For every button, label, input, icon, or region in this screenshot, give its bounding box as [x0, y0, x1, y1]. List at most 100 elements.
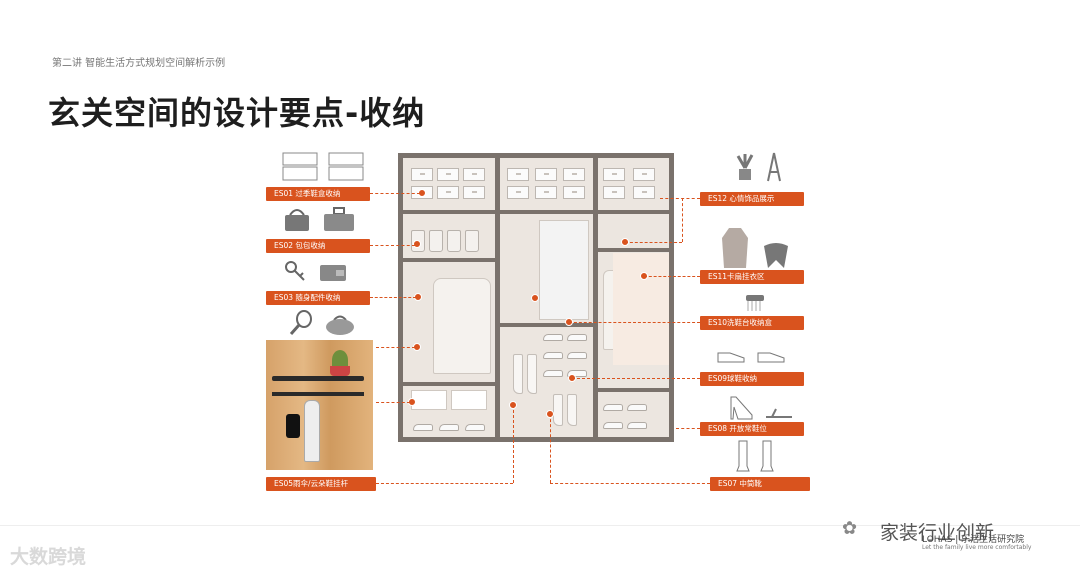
callout-dot	[413, 240, 421, 248]
wardrobe-shelf	[500, 323, 593, 327]
shoe-box	[507, 168, 529, 181]
shoe-box	[437, 168, 459, 181]
scarf-icon	[760, 240, 792, 270]
shoe-box	[437, 186, 459, 199]
boot-shape	[513, 354, 523, 394]
leader-line	[370, 297, 416, 298]
leader-line	[376, 347, 415, 348]
boot-icon	[760, 440, 774, 472]
shoe-shape	[567, 352, 587, 359]
leader-line	[513, 405, 514, 483]
leader-line	[550, 414, 551, 483]
wardrobe-divider	[495, 158, 500, 437]
sneaker-icon	[756, 348, 786, 364]
wardrobe-shelf	[403, 258, 495, 262]
leader-line	[572, 378, 700, 379]
sandal-icon	[764, 401, 794, 421]
callout-dot	[531, 294, 539, 302]
brand-tagline: Let the family live more comfortably	[922, 544, 1031, 551]
leader-line	[625, 242, 682, 243]
shoebox-icon	[282, 152, 318, 182]
pot-shape	[330, 366, 350, 376]
shoe-brush-icon	[742, 293, 768, 313]
boot-icons	[736, 440, 774, 472]
label-es02: ES02 包包收纳	[266, 239, 370, 253]
wardrobe-shelf	[593, 388, 669, 392]
coat-icon	[720, 226, 750, 270]
shoe-shape	[567, 334, 587, 341]
leader-line	[376, 402, 410, 403]
shoe-shape	[627, 404, 647, 411]
hanging-area	[613, 253, 669, 365]
handbag-icon	[282, 205, 312, 233]
shoe-box	[535, 186, 557, 199]
shoe-box	[563, 168, 585, 181]
bag-shape	[465, 230, 479, 252]
bag-shape	[447, 230, 461, 252]
sneaker-icon	[716, 348, 746, 364]
decor-icons	[734, 152, 782, 182]
clothes-icons	[720, 226, 792, 270]
briefcase-icon	[322, 205, 356, 233]
wallet-icon	[318, 262, 348, 284]
umbrella-shape	[304, 400, 320, 462]
wardrobe-shelf	[593, 248, 669, 252]
coat-shape	[433, 278, 491, 374]
shoe-box	[603, 186, 625, 199]
leader-line	[370, 193, 420, 194]
shoe-shape	[627, 422, 647, 429]
lecture-subtitle: 第二讲 智能生活方式规划空间解析示例	[52, 54, 225, 69]
leader-line	[676, 428, 700, 429]
boot-shape	[527, 354, 537, 394]
heel-icons	[728, 393, 794, 421]
boot-icon	[736, 440, 750, 472]
leader-line	[376, 483, 513, 484]
shoe-box	[633, 186, 655, 199]
boot-shape	[567, 394, 577, 426]
shoe-box	[563, 186, 585, 199]
shoe-box	[463, 186, 485, 199]
keyfob-shape	[286, 414, 300, 438]
leader-line	[569, 322, 700, 323]
sport-icons	[288, 310, 356, 336]
wechat-icon: ✿	[842, 518, 857, 539]
shoe-box	[603, 168, 625, 181]
shoe-shape	[543, 352, 563, 359]
storage-basket	[451, 390, 487, 410]
plant-icon	[734, 152, 756, 182]
leader-line	[682, 198, 683, 242]
wardrobe-shelf	[403, 382, 495, 386]
shoe-box	[463, 168, 485, 181]
label-es01: ES01 过季鞋盒收纳	[266, 187, 370, 201]
leader-line	[644, 276, 700, 277]
wardrobe-shelf	[403, 210, 669, 214]
shoe-box	[507, 186, 529, 199]
label-es07: ES07 中筒靴	[710, 477, 810, 491]
label-es05: ES05雨伞/云朵鞋挂杆	[266, 477, 376, 491]
slide-title: 玄关空间的设计要点-收纳	[48, 88, 425, 134]
hook-rack-photo	[266, 340, 373, 470]
shoe-box	[535, 168, 557, 181]
label-es10: ES10洗鞋台收纳盒	[700, 316, 804, 330]
boot-shape	[553, 394, 563, 426]
tennis-racket-icon	[288, 310, 314, 336]
wardrobe-divider	[593, 158, 598, 437]
shoe-shape	[439, 424, 459, 431]
eiffel-tower-icon	[766, 152, 782, 182]
shoe-shape	[413, 424, 433, 431]
label-es03: ES03 随身配件收纳	[266, 291, 370, 305]
rack-bar	[272, 392, 364, 396]
shoe-shape	[543, 334, 563, 341]
label-es08: ES08 开放常鞋位	[700, 422, 804, 436]
watermark-left: 大数跨境	[10, 542, 86, 569]
gym-bag-icon	[324, 312, 356, 336]
label-es09: ES09球鞋收纳	[700, 372, 804, 386]
keys-icon	[284, 260, 308, 284]
storage-basket	[411, 390, 447, 410]
bag-icons	[282, 205, 356, 233]
leader-line	[660, 198, 700, 199]
label-es11: ES11卡扇挂衣区	[700, 270, 804, 284]
mirror-panel	[539, 220, 589, 320]
shoe-shape	[465, 424, 485, 431]
shoebox-icons	[282, 152, 364, 182]
